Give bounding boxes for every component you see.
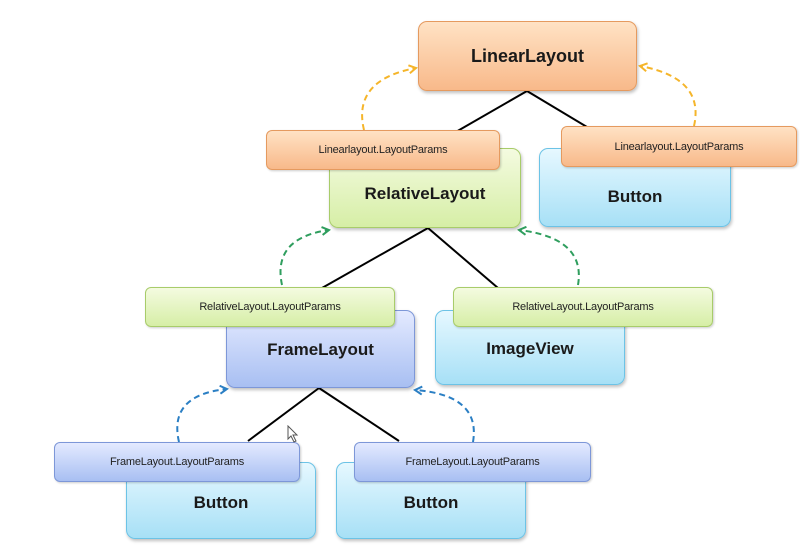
- edge-linear-to-button: [526, 90, 593, 131]
- edge-frame-to-button-left: [247, 387, 320, 442]
- linear-layout-params-left: Linearlayout.LayoutParams: [266, 130, 500, 170]
- linear-layout-node: LinearLayout: [418, 21, 637, 91]
- edge-relative-to-frame: [321, 227, 429, 289]
- blue-arrow-right: [415, 390, 475, 443]
- edge-relative-to-imageview: [427, 227, 499, 289]
- green-arrow-left: [279, 230, 329, 286]
- relative-layout-params-right: RelativeLayout.LayoutParams: [453, 287, 713, 327]
- mouse-cursor-icon: [287, 425, 299, 443]
- linear-layout-params-right: Linearlayout.LayoutParams: [561, 126, 797, 167]
- edge-frame-to-button-right: [318, 387, 400, 442]
- green-arrow-right: [519, 230, 580, 286]
- frame-layout-params-left: FrameLayout.LayoutParams: [54, 442, 300, 482]
- orange-arrow-left: [361, 68, 416, 131]
- frame-layout-params-right: FrameLayout.LayoutParams: [354, 442, 591, 482]
- blue-arrow-left: [176, 389, 227, 443]
- orange-arrow-right: [640, 66, 697, 127]
- relative-layout-params-left: RelativeLayout.LayoutParams: [145, 287, 395, 327]
